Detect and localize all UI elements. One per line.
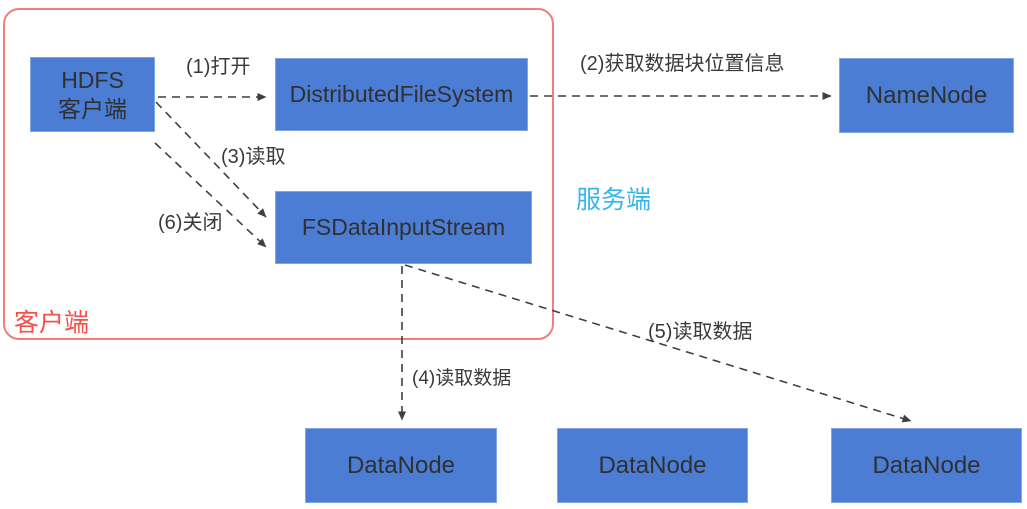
client-region-border	[3, 8, 554, 340]
server-region-label: 服务端	[576, 186, 652, 214]
edge-open-label: (1)打开	[186, 56, 251, 78]
edge-read-data-5-line	[404, 264, 912, 423]
node-data-node-2: DataNode	[557, 428, 748, 503]
edge-get-block-locations-label: (2)获取数据块位置信息	[580, 53, 785, 75]
node-distributed-file-system: DistributedFileSystem	[275, 58, 528, 131]
node-data-node-3: DataNode	[831, 428, 1022, 503]
edge-close-line	[154, 142, 267, 248]
edge-read-label: (3)读取	[221, 146, 286, 168]
node-data-node-1: DataNode	[305, 428, 497, 503]
node-fs-data-input-stream: FSDataInputStream	[275, 191, 532, 264]
edge-read-data-4-label: (4)读取数据	[412, 368, 512, 389]
node-hdfs-client: HDFS 客户端	[30, 57, 155, 132]
edge-close-label: (6)关闭	[158, 212, 223, 234]
edge-read-data-5-label: (5)读取数据	[648, 321, 753, 343]
edge-read-line	[155, 101, 267, 218]
client-region-label: 客户端	[14, 309, 90, 337]
node-name-node: NameNode	[839, 58, 1014, 133]
